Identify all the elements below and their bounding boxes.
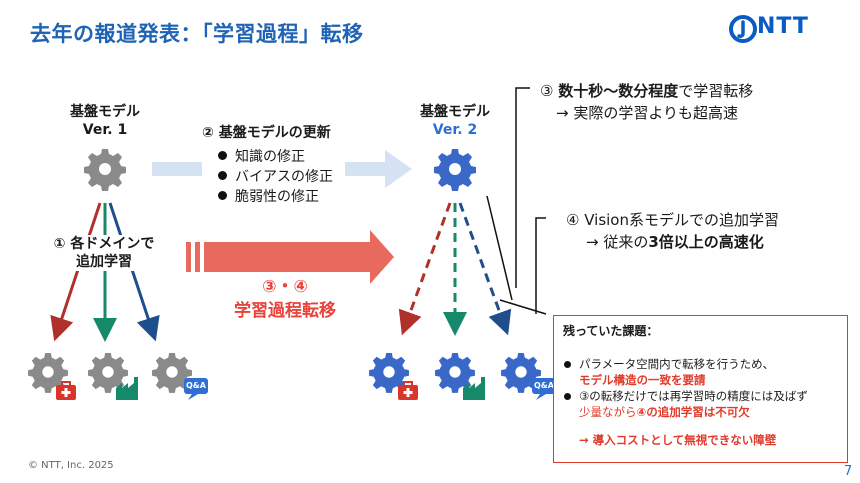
update-arrow-left: [152, 162, 202, 176]
factory-icon: [116, 377, 138, 400]
page-title: 去年の報道発表：「学習過程」転移: [30, 22, 364, 46]
domain-step-label: ① 各ドメインで 追加学習: [34, 235, 174, 271]
qa-bubble-icon: [184, 378, 208, 400]
qa-badge-text: Q&A: [186, 381, 206, 390]
base-model-v2-label: 基盤モデル Ver. 2: [410, 103, 500, 139]
base-model-v2-version: Ver. 2: [432, 122, 478, 138]
base-model-v1-version: Ver. 1: [82, 122, 128, 138]
update-arrow-right: [345, 150, 412, 188]
point3-text: ③ 数十秒～数分程度で学習転移 → 実際の学習よりも超高速: [540, 82, 754, 122]
bullet-dot: [218, 170, 227, 180]
bullet-dot: [564, 361, 571, 368]
base-model-v1-label: 基盤モデル Ver. 1: [60, 103, 150, 139]
bracket-lines: [486, 195, 547, 315]
bullet-dot: [218, 150, 227, 160]
base-model-v1-gear-icon: [84, 149, 126, 191]
bullet-dot: [564, 393, 571, 400]
ntt-logo: [728, 14, 828, 48]
issues-box: [553, 315, 848, 463]
update-bullets: 知識の修正 バイアスの修正 脆弱性の修正: [218, 147, 333, 207]
update-step-title: ② 基盤モデルの更新: [202, 125, 331, 141]
bracket-point3: [515, 87, 530, 288]
factory-v2-icon: [463, 377, 485, 400]
issues-title: 残っていた課題：: [563, 324, 659, 338]
ntt-logo-icon: [729, 15, 757, 43]
bullet-dot: [218, 190, 227, 200]
logo-text: NTT: [757, 14, 809, 39]
qa-badge-v2-text: Q&A: [534, 381, 554, 390]
update-bullet: バイアスの修正: [218, 167, 333, 187]
page-number: 7: [844, 464, 853, 479]
transfer-label: ③・④ 学習過程転移: [234, 277, 336, 321]
issues-content: パラメータ空間内で転移を行うため、 モデル構造の一致を要請 ③の転移だけでは再学…: [564, 356, 808, 448]
copyright: © NTT, Inc. 2025: [28, 460, 114, 471]
bracket-point4: [535, 217, 546, 314]
update-bullet: 脆弱性の修正: [218, 187, 333, 207]
qa-bubble-v2-icon: [532, 378, 556, 400]
medical-kit-v2-icon: [398, 381, 418, 400]
medical-kit-icon: [56, 381, 76, 400]
base-model-v2-gear-icon: [434, 149, 476, 191]
base-model-v1-name: 基盤モデル: [70, 104, 140, 120]
base-model-v2-name: 基盤モデル: [420, 104, 490, 120]
transfer-arrow-medical: [398, 202, 452, 336]
transfer-arrow-qa: [458, 202, 512, 336]
point4-text: ④ Vision系モデルでの追加学習 → 従来の3倍以上の高速化: [566, 211, 779, 251]
update-bullet: 知識の修正: [218, 147, 333, 167]
transfer-arrow: [186, 230, 394, 284]
